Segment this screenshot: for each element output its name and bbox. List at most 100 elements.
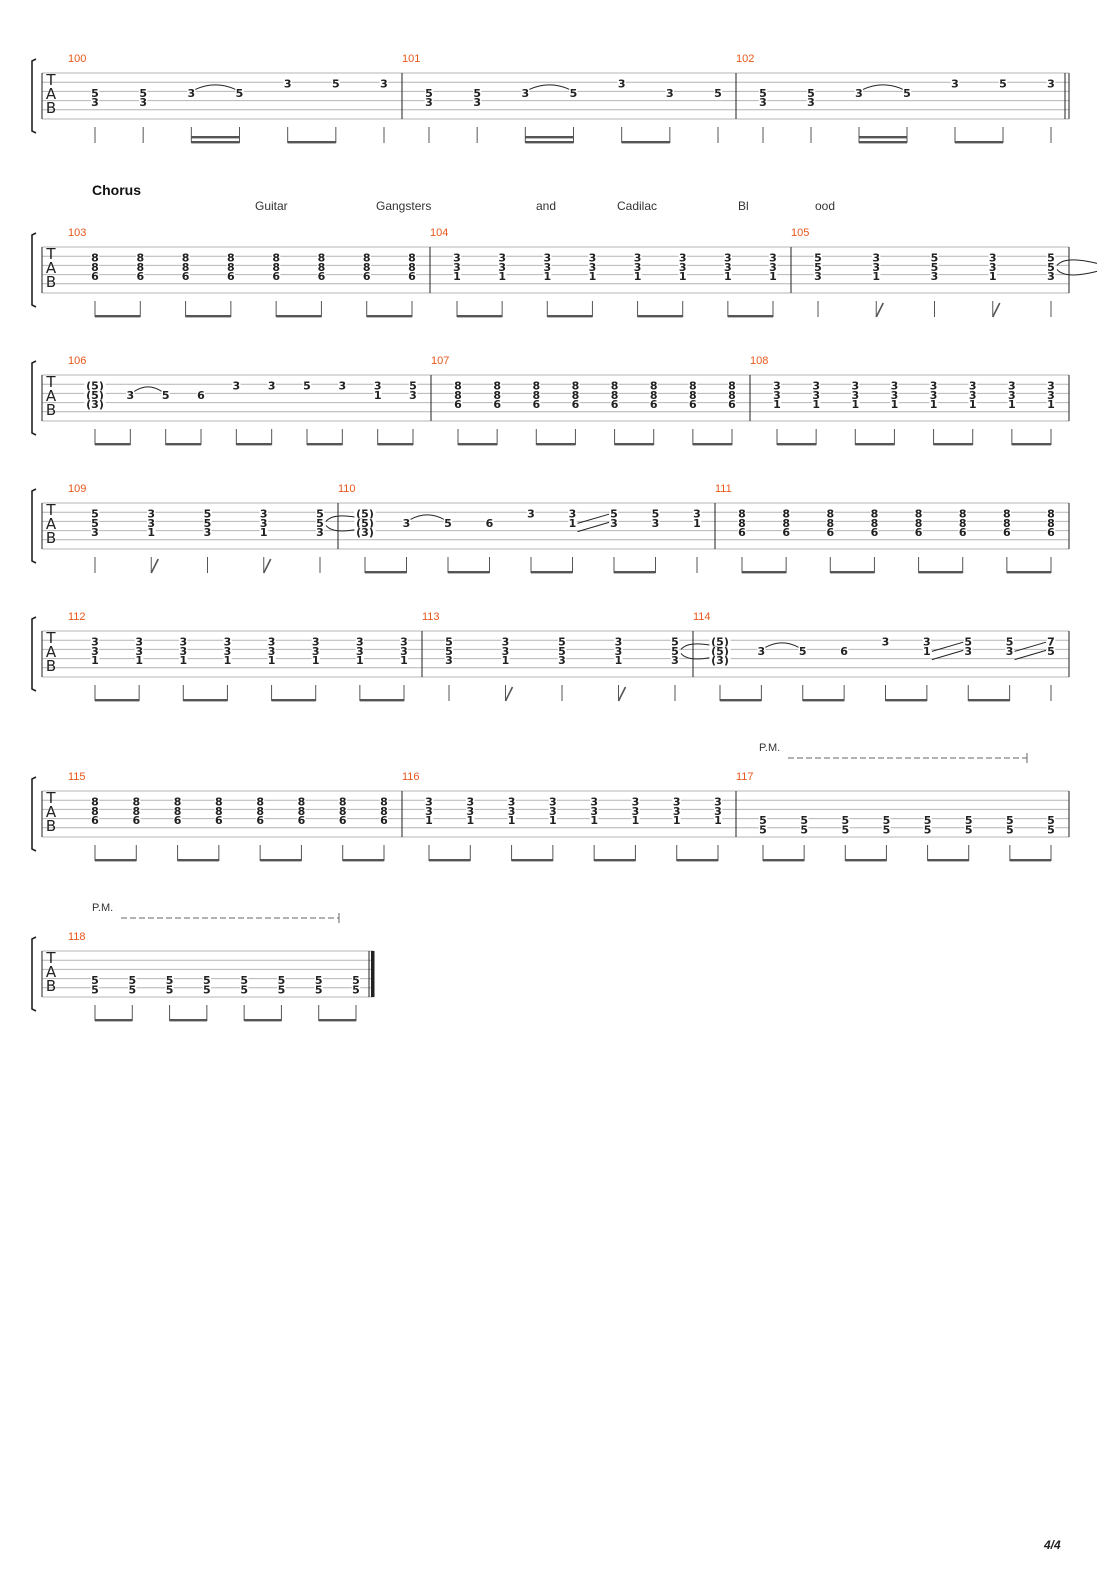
fret-bg bbox=[826, 527, 835, 537]
fret-bg bbox=[713, 88, 723, 98]
fret-number: 5 bbox=[91, 87, 99, 100]
fret-number: 8 bbox=[182, 252, 190, 265]
fret-number: 8 bbox=[454, 380, 462, 393]
fret-number: 5 bbox=[800, 823, 808, 836]
fret-bg bbox=[187, 88, 196, 98]
note-beam bbox=[165, 443, 201, 446]
fret-bg bbox=[239, 984, 249, 994]
fret-bg bbox=[988, 271, 997, 281]
note-beam bbox=[727, 315, 773, 318]
fret-number: 1 bbox=[400, 654, 408, 667]
fret-number: 3 bbox=[759, 96, 767, 109]
fret-bg bbox=[851, 399, 860, 409]
beat: 886 bbox=[870, 508, 879, 573]
beat: 331 bbox=[890, 380, 899, 445]
fret-number: 3 bbox=[312, 636, 320, 649]
fret-number: 3 bbox=[758, 645, 766, 658]
fret-bg bbox=[692, 518, 702, 528]
fret-number: 8 bbox=[339, 796, 347, 809]
fret-number: 3 bbox=[673, 805, 681, 818]
fret-bg bbox=[890, 390, 899, 400]
fret-number: 8 bbox=[689, 380, 697, 393]
fret-number: 6 bbox=[136, 270, 144, 283]
fret-number: 3 bbox=[652, 517, 660, 530]
note-flag bbox=[992, 302, 1001, 318]
fret-bg bbox=[610, 390, 619, 400]
fret-bg bbox=[672, 815, 681, 825]
fret-number: 3 bbox=[502, 645, 510, 658]
fret-number: 8 bbox=[91, 252, 99, 265]
beat: 331 bbox=[988, 252, 1001, 318]
fret-number: 8 bbox=[380, 805, 388, 818]
fret-number: 5 bbox=[128, 983, 136, 996]
fret-number: 3 bbox=[498, 252, 506, 265]
fret-bg bbox=[226, 271, 236, 281]
fret-number: 5 bbox=[91, 508, 99, 521]
fret-number: 5 bbox=[999, 78, 1007, 91]
bar-number: 101 bbox=[402, 53, 420, 65]
fret-bg bbox=[1046, 399, 1056, 409]
fret-bg bbox=[283, 79, 292, 89]
fret-bg bbox=[709, 655, 731, 665]
fret-number: 5 bbox=[759, 814, 767, 827]
lyric-word: Gangsters bbox=[376, 199, 432, 213]
fret-bg bbox=[798, 646, 807, 656]
fret-bg bbox=[609, 518, 619, 528]
fret-number: 3 bbox=[923, 636, 931, 649]
fret-bg bbox=[688, 390, 698, 400]
fret-bg bbox=[723, 253, 733, 263]
fret-number: 5 bbox=[315, 974, 323, 987]
fret-bg bbox=[548, 815, 558, 825]
fret-bg bbox=[588, 262, 597, 272]
fret-number: 3 bbox=[615, 636, 623, 649]
beat: 55 bbox=[239, 974, 249, 1021]
beat: 886 bbox=[610, 380, 619, 445]
fret-bg bbox=[1046, 79, 1056, 89]
fret-bg bbox=[373, 381, 382, 391]
fret-bg bbox=[692, 509, 702, 519]
fret-bg bbox=[267, 637, 276, 647]
fret-bg bbox=[633, 253, 642, 263]
fret-number: 3 bbox=[931, 270, 939, 283]
fret-bg bbox=[768, 262, 778, 272]
fret-bg bbox=[557, 646, 567, 656]
fret-number: 8 bbox=[215, 805, 223, 818]
system-bracket bbox=[31, 232, 37, 308]
fret-number: 3 bbox=[339, 380, 347, 393]
fret-number: 8 bbox=[572, 380, 580, 393]
fret-number: 8 bbox=[826, 508, 834, 521]
fret-number: 8 bbox=[454, 389, 462, 402]
fret-bg bbox=[501, 655, 510, 665]
fret-number: 6 bbox=[782, 526, 790, 539]
fret-number: 1 bbox=[268, 654, 276, 667]
fret-number: 3 bbox=[632, 796, 640, 809]
fret-bg bbox=[737, 518, 747, 528]
fret-bg bbox=[196, 390, 206, 400]
fret-number: 5 bbox=[924, 823, 932, 836]
fret-number: 8 bbox=[915, 508, 923, 521]
fret-bg bbox=[255, 797, 265, 807]
fret-bg bbox=[267, 381, 276, 391]
fret-bg bbox=[179, 655, 188, 665]
fret-bg bbox=[1005, 815, 1015, 825]
fret-number: 8 bbox=[871, 508, 879, 521]
fret-number: 3 bbox=[569, 508, 577, 521]
fret-bg bbox=[317, 271, 326, 281]
fret-bg bbox=[277, 984, 286, 994]
fret-bg bbox=[1046, 381, 1056, 391]
system-bracket bbox=[31, 936, 37, 1012]
beat: 331 bbox=[452, 252, 462, 317]
note-beam bbox=[185, 315, 231, 318]
tab-clef-letter: T bbox=[45, 949, 56, 967]
fret-number: 5 bbox=[799, 645, 807, 658]
fret-bg bbox=[214, 815, 224, 825]
fret-bg bbox=[617, 79, 626, 89]
system-bracket bbox=[31, 776, 37, 852]
fret-bg bbox=[399, 655, 409, 665]
fret-number: 8 bbox=[136, 252, 144, 265]
fret-bg bbox=[737, 509, 747, 519]
fret-bg bbox=[930, 253, 939, 263]
fret-number: 6 bbox=[871, 526, 879, 539]
beat: 3 bbox=[232, 380, 241, 445]
